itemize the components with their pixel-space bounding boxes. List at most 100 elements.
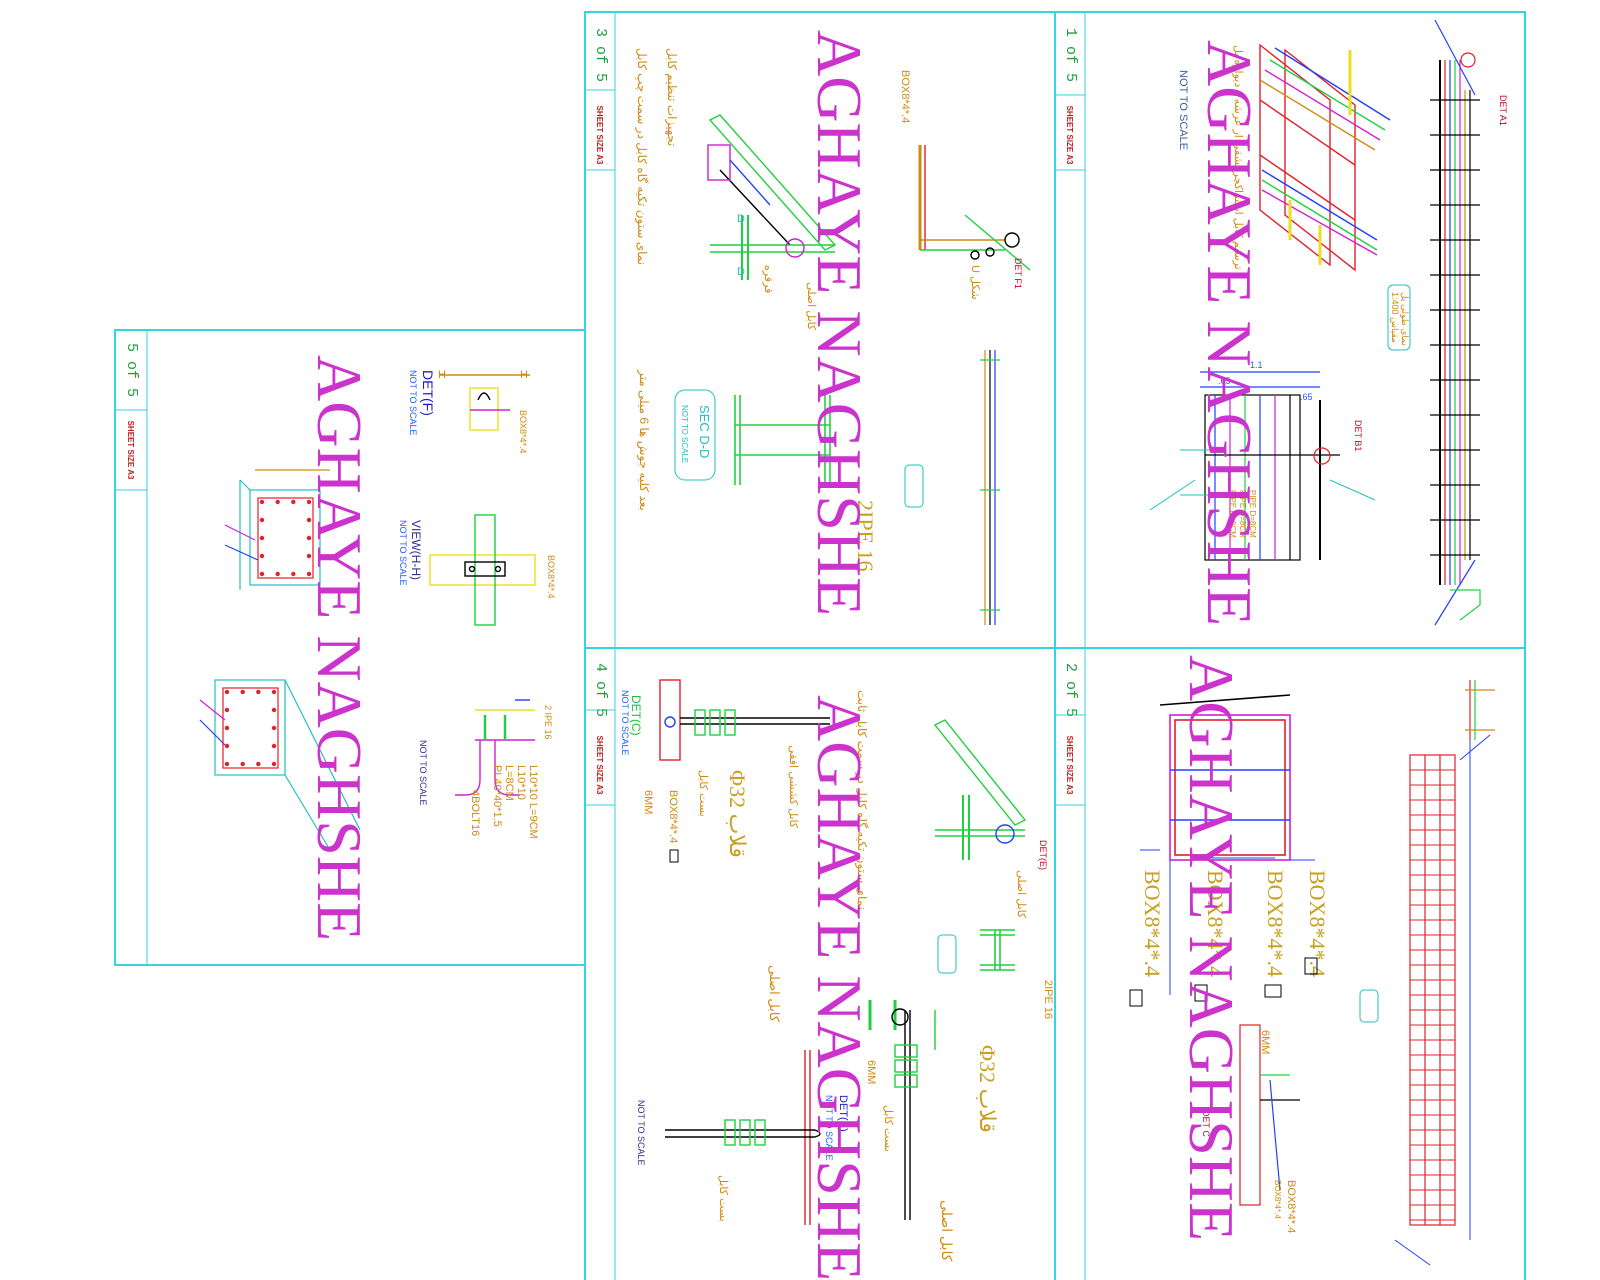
sheet-size-5: SHEET SIZE A3 [126,421,135,480]
sheet-number-4: 4 of 5 [592,663,609,717]
cable-support-bracket [918,145,1031,271]
box-small-label-2: BOX8*4*.4 [1273,1180,1282,1219]
phi32-label: Φ32 قلاب [725,770,750,858]
rebar-dot [224,743,230,749]
detail-tag-s3 [904,464,924,508]
det-e-strut [933,719,1027,860]
rebar-dot [240,689,245,695]
sheet-2-content: BOX8*4*.4 BOX8*4*.4 BOX8*4*.4 BOX8*4*.4 … [1129,680,1495,1266]
det-e-title: DET(E) [837,1095,849,1132]
watermark-s1: AGHAYE NAGHSHE [1194,40,1265,626]
pulley-label: قرقره [762,265,774,293]
cable-structure-isometric [1259,43,1391,272]
sheet-5-content: H H DET(F) NOT TO SCALE BOX8*4*.4 VIEW(H… [199,369,556,851]
ipe-label-s5: 2 IPE 16 [543,705,553,740]
section-b1 [1200,371,1340,561]
bolt4-label: 4BOLT16 [469,790,481,836]
watermark-s3: AGHAYE NAGHSHE [804,30,875,616]
d-tag-1: D [737,213,745,225]
note-sheet3: نمای ستون تکیه گاه کابل در سمت چپ کابل [635,48,649,265]
ipe-section [734,395,831,485]
box-marker-2 [1264,984,1282,998]
rebar-dot [306,517,312,523]
box-callouts [1140,849,1315,995]
not-to-scale-s1: NOT TO SCALE [1177,70,1189,150]
bolt-l3-label: L=8CM [503,765,515,801]
cable-tensioner: کابل کششی افقی [787,745,799,829]
det-c-nts: NOT TO SCALE [620,690,630,756]
rebar-dot [271,725,277,731]
det-c-title: DET(C) [629,695,643,736]
rebar-dot [271,761,277,767]
box-label-4: BOX8*4*.4 [1140,870,1165,977]
top-small-detail [1465,680,1495,740]
cable-main-s4: کابل اصلی [1015,870,1027,919]
bridge-title: نمای طولی پل [1399,292,1410,346]
sheet-number-1: 1 of 5 [1062,28,1079,82]
ipe-label-s4: 2IPE 16 [1042,980,1054,1019]
box-label-s3: BOX8*4*.4 [899,70,911,123]
sheet-frames [114,11,1526,1280]
sheet-number-2: 2 of 5 [1062,663,1079,717]
box-label-3: BOX8*4*.4 [1203,870,1228,977]
det-c-drawing [659,679,830,761]
rebar-dot [306,499,312,505]
box-small-label: BOX8*4*.4 [1285,1180,1297,1233]
box-marker-4 [1129,989,1143,1007]
det-f1-tag: DET F1 [1013,258,1023,289]
grid-panel [1409,754,1456,1226]
rebar-dots-block-1 [259,499,312,577]
sec-dd-tag [674,389,716,481]
det-a1-tag: DET A1 [1498,95,1508,126]
rebar-dot [275,571,280,577]
watermark-s4: AGHAYE NAGHSHE [804,695,875,1280]
bolt-l-label: L10*10 L=9CM [527,765,539,839]
d-tag-2: D [737,266,745,278]
mm6-label: 6MM [1259,1030,1271,1054]
rebar-dot [271,689,277,695]
not-to-scale-s5: NOT TO SCALE [418,740,428,806]
rebar-dot [224,689,230,695]
det-c-tag: DET C [1201,1110,1211,1137]
rebar-dot [271,707,277,713]
note-sheet3-b: تجهیزات تنظیم کابل [665,48,679,146]
rebar-dot [224,761,230,767]
pl-label: PL40*40*1.5 [491,765,503,827]
cable-clamp-s4-3: بست کابل [717,1175,729,1222]
box-label-s5-2: BOX8*4*.4 [546,555,556,599]
ipe-section-s4 [980,929,1015,971]
bridge-title-tag [1387,284,1411,351]
det-e-nts: NOT TO SCALE [824,1095,834,1161]
detail-tag-s4 [937,934,957,974]
sheet-size-1: SHEET SIZE A3 [1065,106,1074,165]
rebar-dot [291,571,296,577]
bottom-clamp [665,1050,821,1225]
dim-3: .65 [1300,392,1313,402]
cable-main-s4-4: کابل اصلی [767,965,782,1023]
sheet-number-3: 3 of 5 [592,28,609,82]
sheet-1-content: DET A1 ترسیم کابل استراکچر بشقی از عرشه … [1149,19,1508,626]
box-frame [1159,694,1291,861]
rebar-dot [306,571,312,577]
detail-tag-s2 [1359,989,1379,1023]
det-b1-tag: DET B1 [1353,420,1363,451]
box-marker-1 [1304,957,1318,975]
dim-2: .65 [1218,376,1231,386]
watermarks: AGHAYE NAGHSHE AGHAYE NAGHSHE AGHAYE NAG… [304,30,1265,1280]
phi32-label-2: Φ32 قلاب [975,1045,1000,1133]
ipe-label-s3: 2IPE 16 [853,500,878,572]
sheet-4-content: DET(C) NOT TO SCALE Φ32 قلاب بست کابل کا… [620,679,1054,1262]
bolt-detail [455,699,535,796]
cable-main-s4-3: کابل اصلی [939,1200,955,1262]
mm6-label-s4-2: 6MM [865,1060,877,1084]
rebar-dot [256,689,261,695]
note-welds: بعد کلیه جوش ها 6 میلی متر [637,369,651,511]
h-tag-2: H [520,369,528,381]
sheet-size-4: SHEET SIZE A3 [595,736,604,795]
watermark-s2: AGHAYE NAGHSHE [1176,655,1247,1241]
sheet-size-2: SHEET SIZE A3 [1065,736,1074,795]
cable-main-s3: کابل اصلی [805,282,817,331]
sheet-number-5: 5 of 5 [123,343,140,397]
bridge-scale: مقیاس 1:400 [1389,292,1400,343]
rebar-dot [259,571,265,577]
